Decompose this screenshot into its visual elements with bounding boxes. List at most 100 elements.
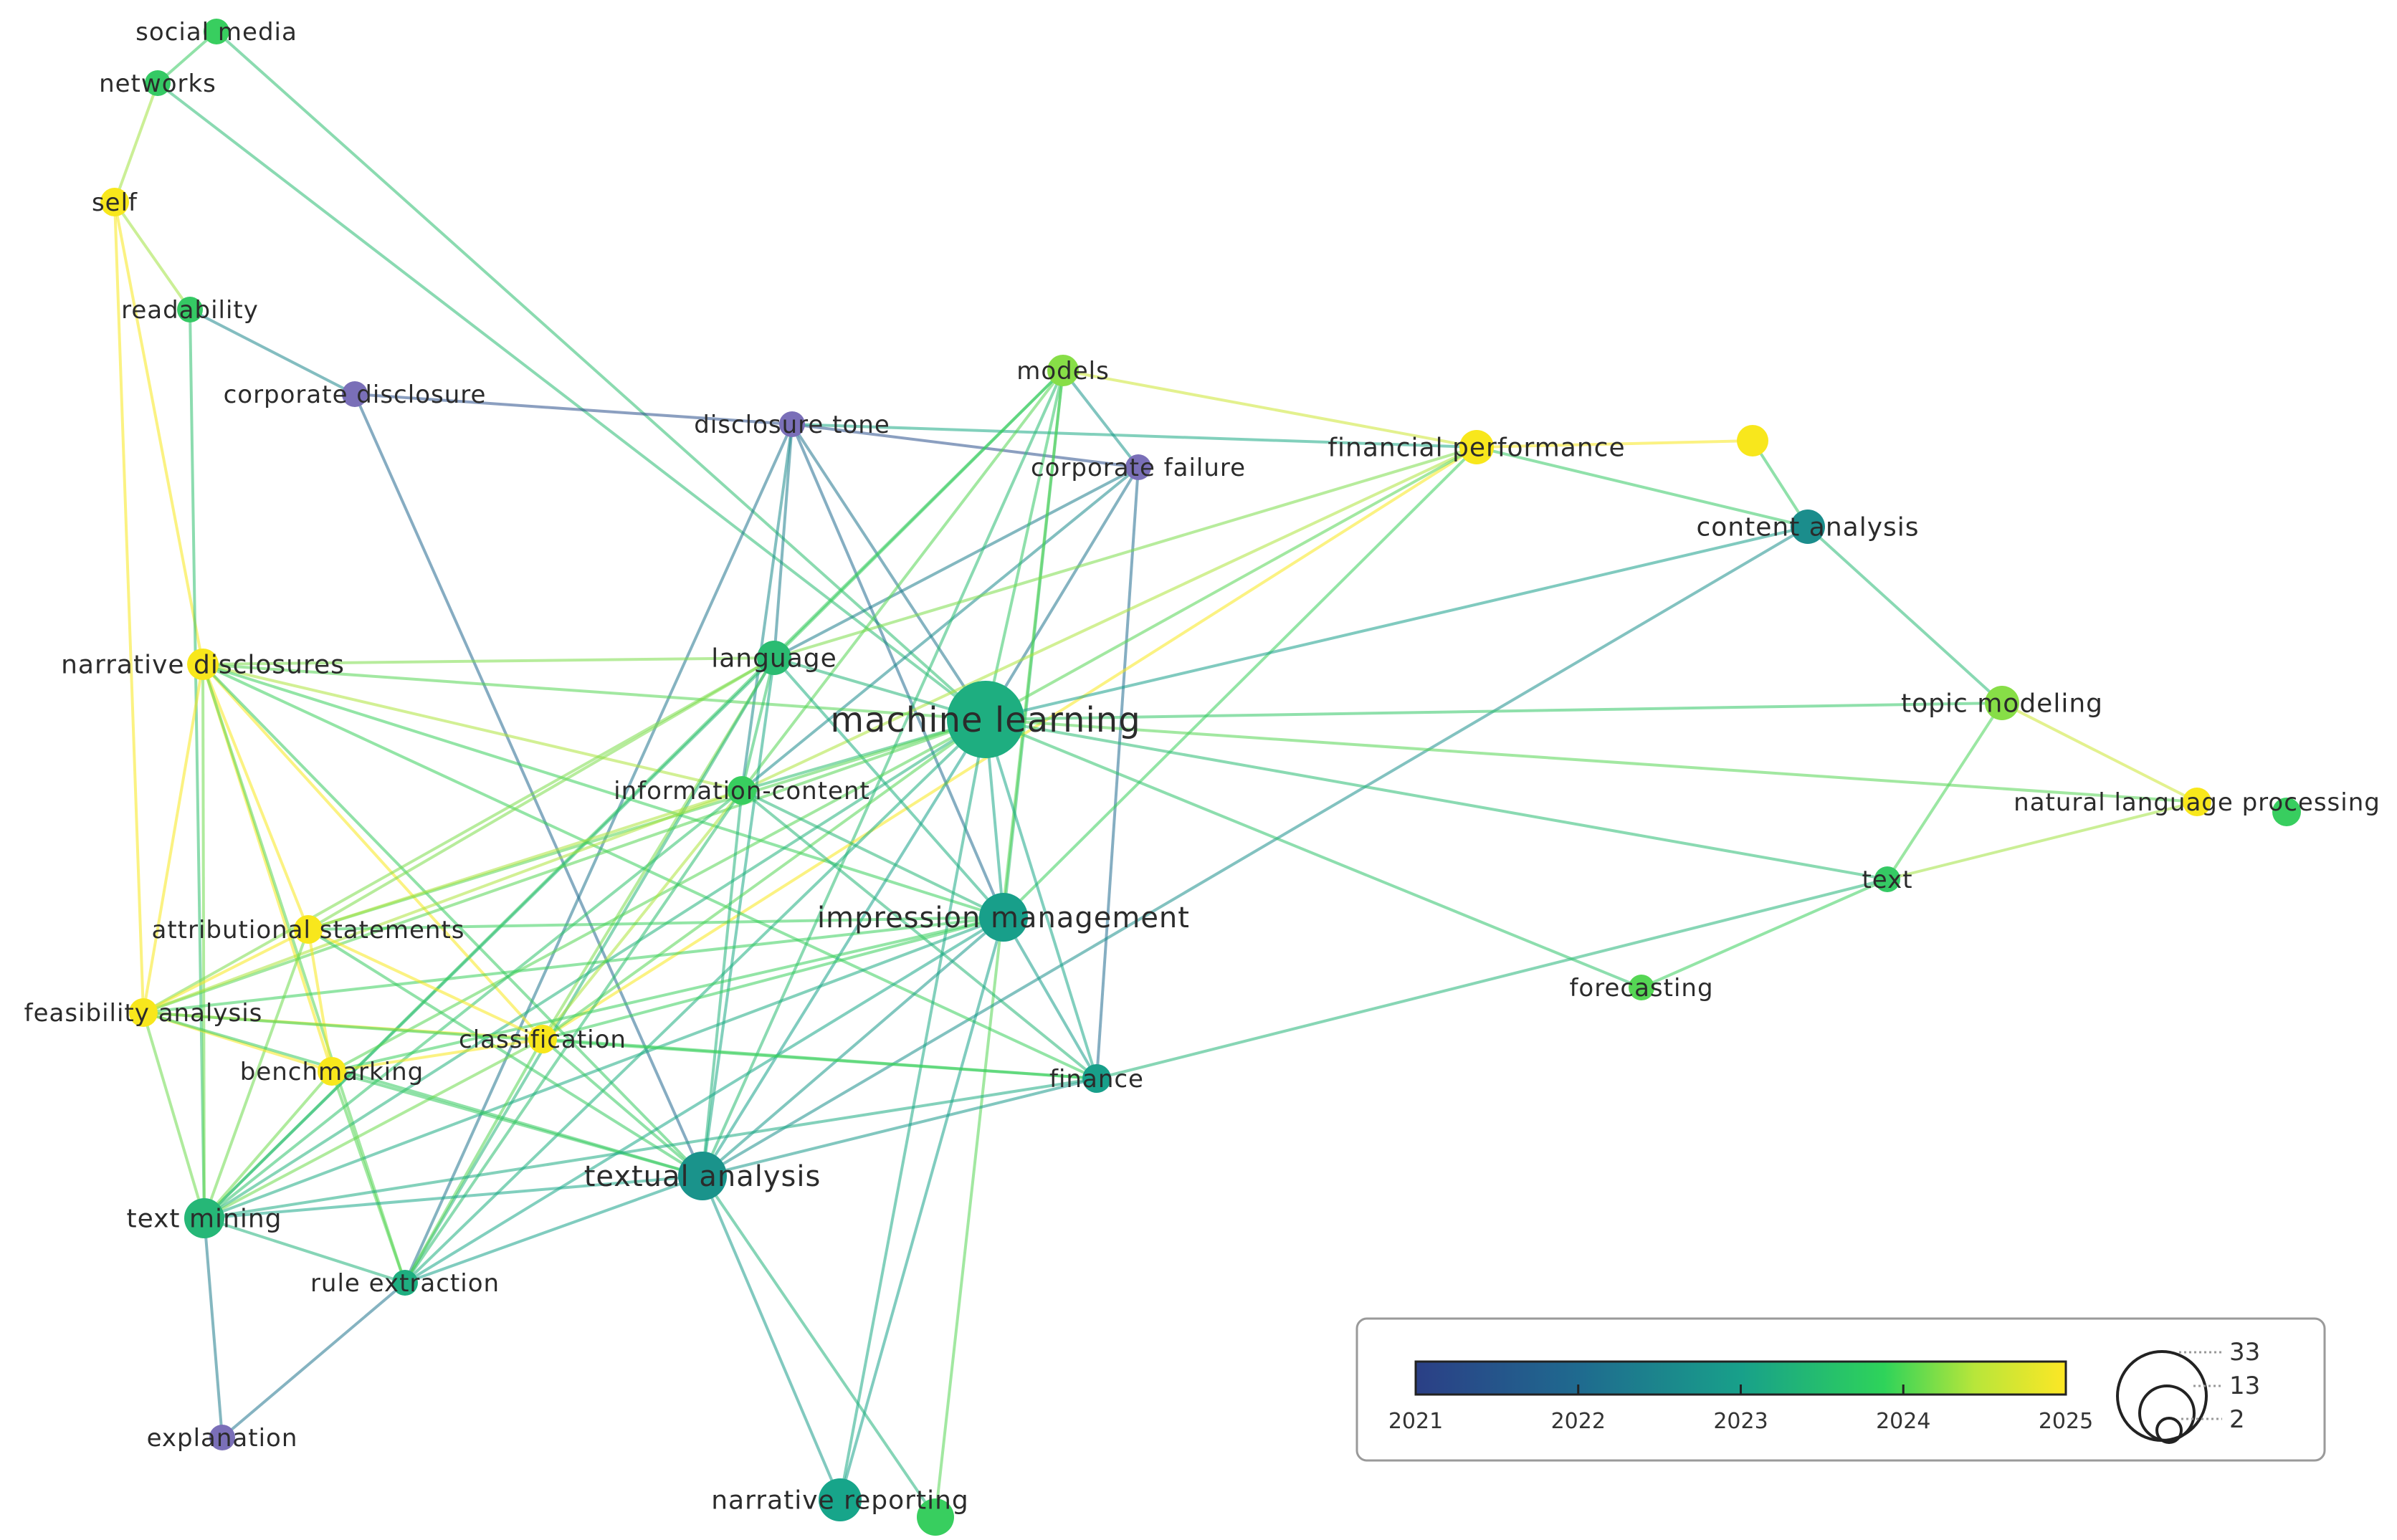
edge-models-financial_performance — [1062, 369, 1477, 449]
edge-information_content-text_mining — [203, 789, 743, 1220]
node-corporate-disclosure[interactable] — [342, 381, 368, 407]
node-machine-learning[interactable] — [947, 681, 1024, 758]
edge-machine_learning-text_mining — [203, 718, 987, 1220]
edge-attributional_statements-feasibility_analysis — [143, 928, 309, 1014]
edge-rule_extraction-explanation — [221, 1281, 406, 1439]
label-corporate-disclosure: corporate disclosure — [224, 381, 487, 409]
label-narrative-reporting: narrative reporting — [711, 1486, 969, 1516]
node-rule-extraction[interactable] — [392, 1270, 418, 1296]
node-unlabeled-yellow[interactable] — [1737, 425, 1768, 456]
node-classification[interactable] — [528, 1025, 557, 1053]
edge-layer — [113, 30, 2198, 1519]
label-readability: readability — [121, 296, 259, 325]
node-content-analysis[interactable] — [1791, 510, 1825, 544]
edge-corporate_failure-models — [1062, 369, 1140, 469]
edge-corporate_failure-language — [773, 466, 1139, 659]
node-feasibility-analysis[interactable] — [129, 998, 158, 1027]
label-feasibility-analysis: feasibility analysis — [24, 999, 263, 1028]
edge-content_analysis-textual_analysis — [701, 525, 1809, 1177]
node-narrative-reporting[interactable] — [819, 1478, 862, 1521]
edge-self-narrative_disclosures — [113, 201, 204, 665]
edge-impression_management-classification — [542, 916, 1004, 1041]
edge-disclosure_tone-corporate_failure — [791, 423, 1139, 469]
node-corporate-failure[interactable] — [1125, 454, 1151, 480]
label-language: language — [711, 644, 837, 674]
node-social-media[interactable] — [204, 19, 229, 44]
label-social-media: social media — [135, 18, 297, 47]
edge-narrative_disclosures-finance — [202, 663, 1097, 1080]
label-impression-management: impression management — [817, 901, 1190, 934]
label-classification: classification — [459, 1025, 626, 1054]
edge-impression_management-narrative_reporting — [839, 917, 1005, 1501]
edge-machine_learning-textual_analysis — [701, 718, 987, 1177]
label-natural-language-processing: natural language processing — [2014, 788, 2381, 817]
legend-tick-label-2022: 2022 — [1551, 1409, 1606, 1434]
node-financial-performance[interactable] — [1459, 430, 1494, 464]
edge-topic_modeling-natural_language_processing — [2001, 702, 2198, 803]
edge-narrative_disclosures-text_mining — [201, 664, 206, 1219]
label-models: models — [1016, 357, 1110, 386]
node-narrative-reporting-green[interactable] — [917, 1498, 954, 1536]
edge-disclosure_tone-information_content — [740, 424, 794, 791]
node-attributional-statements[interactable] — [294, 915, 323, 944]
legend-tick-label-2021: 2021 — [1388, 1409, 1443, 1434]
node-networks[interactable] — [145, 70, 171, 96]
edge-content_analysis-topic_modeling — [1806, 525, 2003, 704]
label-machine-learning: machine learning — [830, 700, 1140, 740]
node-self[interactable] — [100, 188, 129, 216]
node-textual-analysis[interactable] — [678, 1152, 727, 1200]
edge-language-textual_analysis — [701, 657, 776, 1177]
edge-machine_learning-rule_extraction — [404, 718, 987, 1284]
label-textual-analysis: textual analysis — [584, 1160, 821, 1193]
edge-information_content-attributional_statements — [308, 789, 743, 931]
edge-narrative_disclosures-textual_analysis — [201, 663, 704, 1177]
node-information-content[interactable] — [728, 776, 756, 805]
node-layer — [100, 19, 2301, 1536]
edge-textual_analysis-rule_extraction — [404, 1175, 703, 1284]
node-text[interactable] — [1874, 866, 1900, 892]
legend-size-circles: 33 13 2 — [2116, 1338, 2260, 1444]
node-benchmarking[interactable] — [318, 1057, 346, 1086]
node-models[interactable] — [1047, 355, 1079, 386]
edge-impression_management-text_mining — [204, 916, 1004, 1220]
edge-natural_language_processing-machine_learning — [985, 718, 2198, 803]
node-forecasting[interactable] — [1629, 975, 1654, 1000]
edge-text-machine_learning — [985, 718, 1888, 881]
edge-finance-textual_analysis — [702, 1077, 1097, 1177]
edge-textual_analysis-text_mining — [204, 1175, 703, 1220]
edge-feasibility_analysis-text_mining — [142, 1012, 206, 1219]
label-topic-modeling: topic modeling — [1901, 689, 2103, 719]
edge-information_content-rule_extraction — [404, 789, 743, 1284]
label-networks: networks — [99, 70, 216, 98]
node-natural-language-processing[interactable] — [2183, 788, 2211, 816]
node-topic-modeling[interactable] — [1985, 686, 2019, 720]
edge-topic_modeling-text — [1886, 702, 2003, 881]
edge-language-information_content — [740, 657, 776, 791]
label-information-content: information-content — [614, 777, 870, 805]
label-content-analysis: content analysis — [1696, 513, 1919, 542]
node-narrative-disclosures[interactable] — [187, 649, 219, 680]
edge-networks-self — [113, 82, 159, 203]
node-finance[interactable] — [1082, 1064, 1111, 1093]
node-text-mining[interactable] — [184, 1198, 224, 1238]
label-benchmarking: benchmarking — [240, 1058, 424, 1086]
edge-machine_learning-narrative_reporting — [839, 719, 987, 1501]
edge-corporate_disclosure-disclosure_tone — [354, 393, 793, 426]
edge-impression_management-benchmarking — [331, 916, 1004, 1073]
edge-models-narrative_reporting_green — [934, 370, 1064, 1518]
edge-narrative_disclosures-language — [202, 656, 775, 666]
node-language[interactable] — [757, 641, 791, 675]
edge-narrative_disclosures-attributional_statements — [201, 664, 310, 930]
node-nlp-green[interactable] — [2272, 798, 2301, 826]
edge-classification-rule_extraction — [404, 1038, 544, 1283]
node-explanation[interactable] — [209, 1425, 235, 1450]
legend-tick-label-2024: 2024 — [1876, 1409, 1930, 1434]
edge-corporate_failure-information_content — [740, 466, 1140, 792]
edge-attributional_statements-text_mining — [203, 929, 310, 1219]
node-disclosure-tone[interactable] — [779, 411, 805, 437]
node-impression-management[interactable] — [979, 893, 1028, 942]
edge-networks-machine_learning — [156, 82, 987, 721]
node-readability[interactable] — [177, 297, 203, 322]
